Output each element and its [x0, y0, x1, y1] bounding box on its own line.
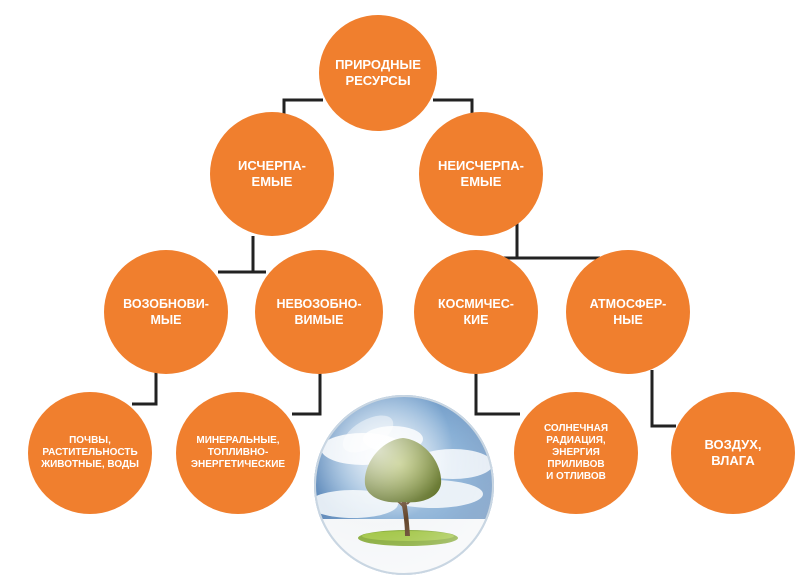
- node-label: ВОЗДУХ, ВЛАГА: [704, 437, 762, 468]
- node-label: КОСМИЧЕС- КИЕ: [438, 297, 514, 327]
- node-natural-resources: ПРИРОДНЫЕ РЕСУРСЫ: [319, 15, 437, 131]
- node-label: НЕВОЗОБНО- ВИМЫЕ: [276, 297, 362, 327]
- node-air-moisture: ВОЗДУХ, ВЛАГА: [671, 392, 795, 514]
- node-renewable: ВОЗОБНОВИ- МЫЕ: [104, 250, 228, 374]
- connector-renewable-leaf: [132, 368, 158, 406]
- node-label: НЕИСЧЕРПА- ЕМЫЕ: [437, 158, 524, 189]
- tree-in-glass-globe-icon: [314, 395, 494, 575]
- node-label: ПОЧВЫ, РАСТИТЕЛЬНОСТЬ ЖИВОТНЫЕ, ВОДЫ: [41, 435, 139, 470]
- node-label: МИНЕРАЛЬНЫЕ, ТОПЛИВНО- ЭНЕРГЕТИЧЕСКИЕ: [190, 435, 286, 470]
- node-cosmic: КОСМИЧЕС- КИЕ: [414, 250, 538, 374]
- node-label: ИСЧЕРПА- ЕМЫЕ: [238, 158, 306, 189]
- node-nonrenewable: НЕВОЗОБНО- ВИМЫЕ: [255, 250, 383, 374]
- connector-root-inexhaustible: [433, 98, 474, 114]
- node-mineral-fuel-energy: МИНЕРАЛЬНЫЕ, ТОПЛИВНО- ЭНЕРГЕТИЧЕСКИЕ: [176, 392, 300, 514]
- node-inexhaustible: НЕИСЧЕРПА- ЕМЫЕ: [419, 112, 543, 236]
- node-label: СОЛНЕЧНАЯ РАДИАЦИЯ, ЭНЕРГИЯ ПРИЛИВОВ И О…: [543, 423, 609, 482]
- node-label: АТМОСФЕР- НЫЕ: [589, 297, 667, 327]
- connector-cosmic-leaf: [474, 372, 520, 416]
- node-label: ПРИРОДНЫЕ РЕСУРСЫ: [335, 57, 421, 88]
- connector-atmospheric-leaf: [650, 370, 676, 428]
- connector-nonrenewable-leaf: [292, 372, 322, 416]
- node-atmospheric: АТМОСФЕР- НЫЕ: [566, 250, 690, 374]
- node-solar-radiation-tides: СОЛНЕЧНАЯ РАДИАЦИЯ, ЭНЕРГИЯ ПРИЛИВОВ И О…: [514, 392, 638, 514]
- node-soil-vegetation-animals-water: ПОЧВЫ, РАСТИТЕЛЬНОСТЬ ЖИВОТНЫЕ, ВОДЫ: [28, 392, 152, 514]
- connector-root-exhaustible: [282, 98, 323, 114]
- node-label: ВОЗОБНОВИ- МЫЕ: [123, 297, 209, 327]
- node-exhaustible: ИСЧЕРПА- ЕМЫЕ: [210, 112, 334, 236]
